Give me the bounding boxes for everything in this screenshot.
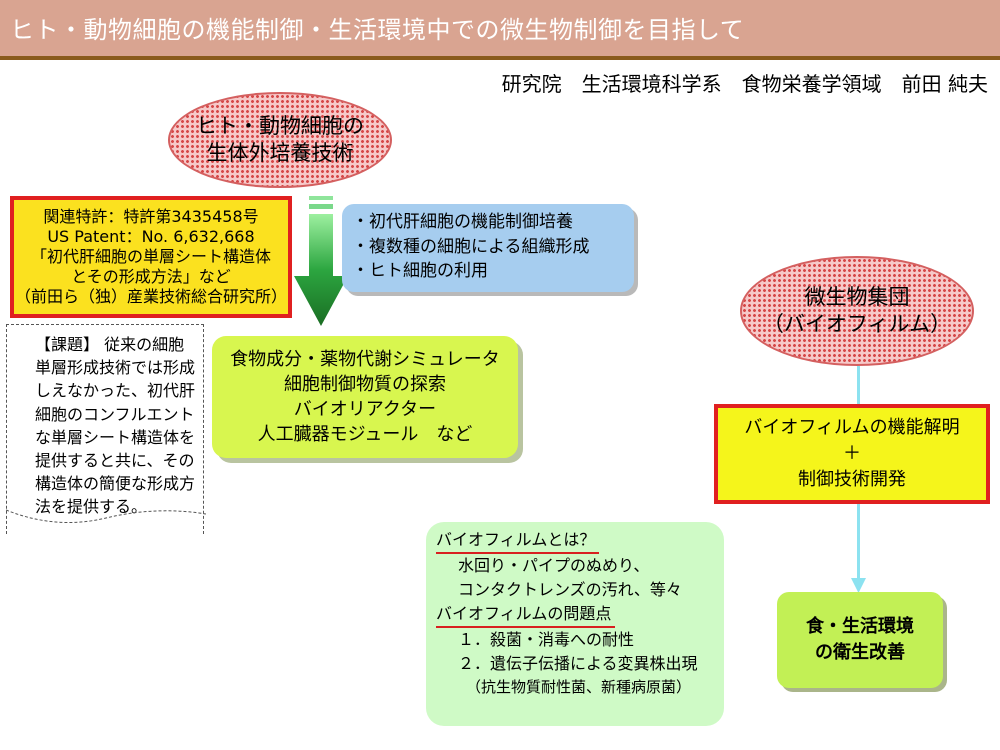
biofilm-ellipse: 微生物集団 （バイオフィルム） [740, 256, 974, 366]
biofilm-info-box: バイオフィルムとは？ 水回り・パイプのぬめり、 コンタクトレンズの汚れ、等々 バ… [426, 522, 724, 726]
feature-item: ・初代肝細胞の機能制御培養 [352, 212, 573, 232]
task-note-wave-edge [6, 509, 206, 523]
cell-culture-line2: 生体外培養技術 [206, 141, 354, 165]
page-title: ヒト・動物細胞の機能制御・生活環境中での微生物制御を目指して [10, 16, 745, 44]
problem-note: （抗生物質耐性菌、新種病原菌） [466, 678, 692, 696]
cyan-arrow-icon [851, 504, 866, 593]
application-item: バイオリアクター [293, 399, 437, 420]
connector-line [857, 366, 860, 404]
cell-culture-line1: ヒト・動物細胞の [196, 113, 364, 138]
title-divider [0, 56, 1000, 60]
patent-line4: とその形成方法」など [71, 267, 231, 286]
patent-line5: （前田ら（独）産業技術総合研究所） [14, 287, 287, 306]
biofilm-problems-heading: バイオフィルムの問題点 [436, 602, 616, 628]
author-affiliation: 研究院 生活環境科学系 食物栄養学領域 前田 純夫 [501, 72, 988, 96]
application-item: 人工臓器モジュール など [257, 424, 473, 446]
patent-line1: 関連特許：特許第3435458号 [43, 207, 259, 226]
patent-line2: US Patent：No. 6,632,668 [47, 227, 255, 246]
biofilm-desc: コンタクトレンズの汚れ、等々 [458, 580, 682, 599]
result-line2: の衛生改善 [815, 642, 905, 663]
applications-box: 食物成分・薬物代謝シミュレータ 細胞制御物質の探索 バイオリアクター 人工臓器モ… [212, 336, 518, 458]
task-note: 【課題】 従来の細胞単層形成技術では形成しえなかった、初代肝細胞のコンフルエント… [6, 324, 204, 534]
application-item: 食物成分・薬物代謝シミュレータ [230, 348, 500, 370]
research-line3: 制御技術開発 [798, 469, 906, 491]
task-text: 【課題】 従来の細胞単層形成技術では形成しえなかった、初代肝細胞のコンフルエント… [35, 335, 196, 517]
title-bar [0, 0, 1000, 56]
features-box: ・初代肝細胞の機能制御培養 ・複数種の細胞による組織形成 ・ヒト細胞の利用 [342, 204, 634, 292]
research-line1: バイオフィルムの機能解明 [744, 416, 960, 438]
biofilm-line1: 微生物集団 [804, 284, 910, 309]
biofilm-line2: （バイオフィルム） [762, 312, 952, 336]
biofilm-research-box: バイオフィルムの機能解明 ＋ 制御技術開発 [714, 404, 990, 504]
cell-culture-ellipse: ヒト・動物細胞の 生体外培養技術 [168, 92, 392, 188]
research-plus: ＋ [843, 442, 861, 464]
patent-box: 関連特許：特許第3435458号 US Patent：No. 6,632,668… [10, 196, 292, 318]
biofilm-desc: 水回り・パイプのぬめり、 [458, 556, 650, 575]
result-box: 食・生活環境 の衛生改善 [777, 592, 943, 688]
application-item: 細胞制御物質の探索 [284, 373, 446, 395]
feature-item: ・複数種の細胞による組織形成 [352, 236, 590, 257]
patent-line3: 「初代肝細胞の単層シート構造体 [30, 247, 271, 266]
problem-item: １．殺菌・消毒への耐性 [458, 630, 635, 649]
result-line1: 食・生活環境 [806, 615, 914, 637]
biofilm-definition-heading: バイオフィルムとは？ [436, 528, 600, 554]
down-arrow-icon [294, 196, 348, 326]
feature-item: ・ヒト細胞の利用 [352, 261, 488, 282]
problem-item: ２．遺伝子伝播による変異株出現 [458, 654, 698, 673]
